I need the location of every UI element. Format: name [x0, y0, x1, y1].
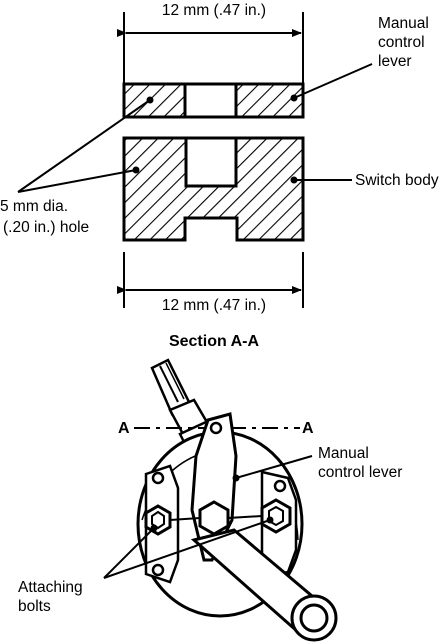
section-title: Section A-A — [169, 333, 260, 350]
lever-section — [122, 82, 305, 119]
switch-body-label: Switch body — [355, 172, 439, 189]
lever-pivot — [209, 421, 223, 435]
section-a-a: 12 mm (.47 in.) 12 mm (.47 in.) Manual c… — [0, 0, 439, 350]
hole-leader-lower — [17, 169, 137, 193]
switch-body-section — [122, 136, 305, 242]
dim-bottom-label-bg — [140, 295, 290, 315]
switch-assembly: A A Manual control lever Attaching bolts — [18, 358, 402, 642]
hole-label-line2: (.20 in.) hole — [3, 219, 89, 236]
lever-label-line2: control — [378, 34, 425, 51]
assembly-lever-label-line2: control lever — [318, 464, 402, 481]
section-mark-left: A — [118, 420, 130, 437]
bolt-right — [260, 498, 292, 534]
crank-arm — [190, 528, 338, 642]
bolt-left — [144, 504, 172, 536]
bolts-label-line2: bolts — [18, 598, 51, 615]
section-mark-right: A — [302, 420, 314, 437]
bolts-leader-right — [103, 519, 271, 579]
assembly-lever-label-line1: Manual — [318, 445, 369, 462]
bolts-leader-left — [103, 527, 155, 579]
dim-top-label: 12 mm (.47 in.) — [162, 2, 266, 19]
assembly-lever-leader — [235, 455, 313, 479]
lever-label-line3: lever — [378, 53, 412, 70]
hole-label-line1: 5 mm dia. — [0, 198, 68, 215]
dim-top-label-bg — [140, 0, 290, 19]
lever-label-line1: Manual — [378, 15, 429, 32]
dim-bottom-label: 12 mm (.47 in.) — [162, 297, 266, 314]
bolts-label-line1: Attaching — [18, 579, 83, 596]
switch-body-hole — [184, 136, 238, 188]
lever-leader — [293, 63, 373, 99]
bolt-center — [198, 500, 230, 536]
hole-leader-upper — [17, 99, 151, 193]
lever-hole — [183, 82, 238, 119]
